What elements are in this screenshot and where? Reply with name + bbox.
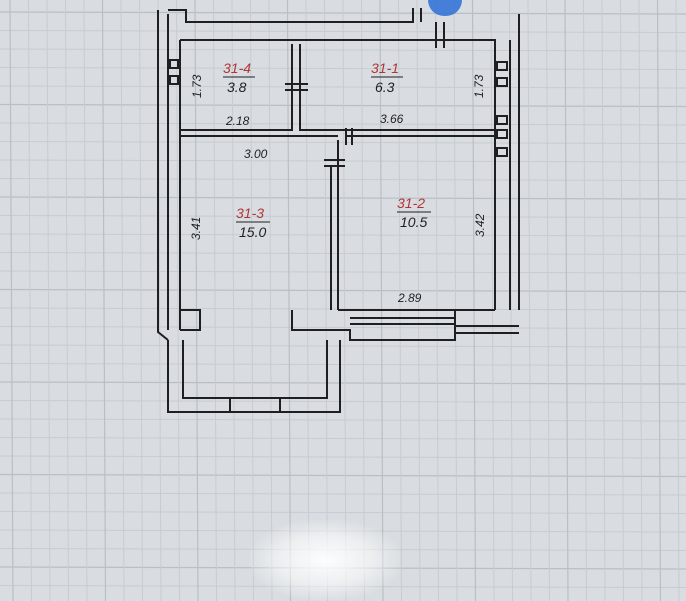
- grid-line-horizontal: [0, 141, 686, 144]
- grid-line-vertical: [9, 0, 14, 601]
- dim-right-room-width: 2.89: [397, 291, 422, 305]
- grid-line-vertical: [675, 0, 680, 601]
- grid-line-vertical: [101, 0, 107, 601]
- grid-line-vertical: [305, 0, 310, 601]
- grid-line-vertical: [28, 0, 32, 601]
- grid-line-horizontal: [0, 103, 686, 108]
- grid-line-vertical: [83, 0, 88, 601]
- grid-line-horizontal: [0, 326, 686, 329]
- grid-line-horizontal: [0, 548, 686, 551]
- grid-line-vertical: [213, 0, 217, 601]
- grid-line-vertical: [416, 0, 421, 601]
- dim-bathroom-height: 1.73: [472, 74, 486, 98]
- walls: [157, 8, 520, 413]
- grid-line-horizontal: [0, 473, 686, 478]
- grid-line-horizontal: [0, 344, 686, 348]
- grid-line-vertical: [194, 0, 199, 601]
- grid-line-horizontal: [0, 511, 686, 514]
- dim-left-room-height: 3.41: [189, 217, 203, 240]
- grid-line-horizontal: [0, 381, 686, 385]
- grid-line-vertical: [398, 0, 402, 601]
- grid-line-vertical: [324, 0, 328, 601]
- grid-line-horizontal: [0, 270, 686, 274]
- grid-line-vertical: [620, 0, 624, 601]
- grid-line-vertical: [342, 0, 347, 601]
- grid-line-vertical: [250, 0, 254, 601]
- grid-line-horizontal: [0, 196, 686, 200]
- grid-line-horizontal: [0, 363, 686, 366]
- grid-line-vertical: [268, 0, 273, 601]
- dim-left-room-width: 3.00: [244, 147, 268, 161]
- room-31-3-area: 15.0: [239, 224, 266, 240]
- room-31-4-id: 31-4: [223, 60, 251, 76]
- room-31-1-id: 31-1: [371, 60, 399, 76]
- grid-line-vertical: [601, 0, 606, 601]
- grid-line-vertical: [527, 0, 532, 601]
- grid-line-vertical: [65, 0, 69, 601]
- grid-line-vertical: [656, 0, 662, 601]
- grid-line-vertical: [638, 0, 643, 601]
- grid-line-vertical: [490, 0, 495, 601]
- grid-line-horizontal: [0, 455, 686, 459]
- grid-line-vertical: [361, 0, 365, 601]
- room-31-4-area: 3.8: [227, 79, 247, 95]
- grid-line-horizontal: [0, 288, 686, 293]
- grid-line-vertical: [286, 0, 292, 601]
- grid-line-vertical: [546, 0, 550, 601]
- grid-line-vertical: [564, 0, 569, 601]
- dim-small-room-width: 2.18: [225, 114, 250, 128]
- dim-bathroom-width: 3.66: [380, 112, 404, 126]
- grid-line-horizontal: [0, 252, 686, 255]
- room-31-1-area: 6.3: [375, 79, 395, 95]
- dim-small-room-height: 1.73: [190, 74, 204, 98]
- blue-marker-shape: [428, 0, 462, 16]
- grid-line-vertical: [471, 0, 477, 601]
- grid-line-horizontal: [0, 178, 686, 181]
- grid-line-horizontal: [0, 437, 686, 440]
- grid-line-vertical: [231, 0, 236, 601]
- room-31-3-id: 31-3: [236, 205, 264, 221]
- grid-line-horizontal: [0, 566, 686, 570]
- grid-line-horizontal: [0, 418, 686, 422]
- grid-line-horizontal: [0, 400, 686, 403]
- grid-line-horizontal: [0, 122, 686, 126]
- grid-line-vertical: [583, 0, 587, 601]
- grid-line-horizontal: [0, 233, 686, 237]
- grid-line-horizontal: [0, 585, 686, 588]
- room-31-2-id: 31-2: [397, 195, 425, 211]
- grid-line-vertical: [453, 0, 458, 601]
- grid-line-vertical: [176, 0, 180, 601]
- grid-line-vertical: [435, 0, 439, 601]
- grid-line-vertical: [120, 0, 125, 601]
- grid-line-vertical: [379, 0, 384, 601]
- grid-line-horizontal: [0, 215, 686, 218]
- grid-line-vertical: [46, 0, 51, 601]
- grid-line-vertical: [139, 0, 143, 601]
- grid-line-horizontal: [0, 529, 686, 533]
- dim-right-room-height: 3.42: [473, 213, 487, 237]
- room-31-2-area: 10.5: [400, 214, 427, 230]
- grid-line-horizontal: [0, 492, 686, 496]
